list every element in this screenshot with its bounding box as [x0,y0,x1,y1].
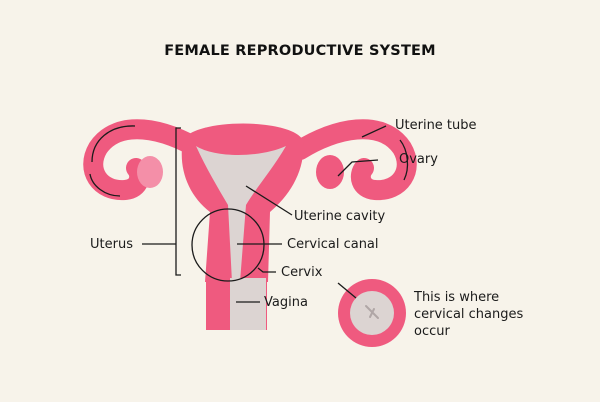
inset-leader [337,282,357,299]
cervix-leader [257,267,276,273]
right-ovary [316,155,344,189]
label-cervix: Cervix [281,265,323,280]
uterus-bracket [175,127,181,276]
uterine-cavity-shape [196,146,286,282]
left-tube-outline [91,125,136,163]
left-tube-outline-lower [89,173,121,197]
label-uterine-tube: Uterine tube [395,118,477,133]
label-ovary: Ovary [399,152,438,167]
right-uterine-tube [290,119,417,201]
label-uterus: Uterus [90,237,133,252]
label-uterine-cavity: Uterine cavity [294,209,386,224]
uterine-cavity-leader [245,185,293,216]
uterine-tube-leader [361,125,387,138]
note-cervical-changes: This is where cervical changes occur [414,290,524,339]
left-ovary [137,156,163,188]
left-uterine-tube [83,119,210,201]
diagram-title: FEMALE REPRODUCTIVE SYSTEM [164,43,436,59]
label-cervical-canal: Cervical canal [287,237,379,252]
ovary-leader [337,159,379,177]
label-vagina: Vagina [264,295,308,310]
vaginal-canal-shape [230,278,266,330]
os-mark [365,305,379,319]
cervix-highlight-circle [191,208,265,282]
right-tube-outline [399,139,409,181]
